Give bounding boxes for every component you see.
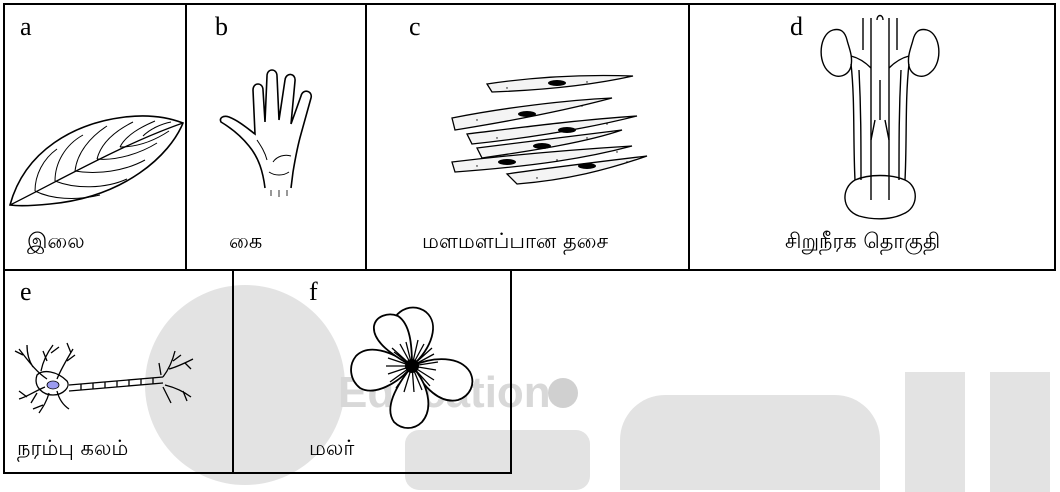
cell-leaf: a இலை	[3, 3, 187, 271]
leaf-icon	[5, 95, 185, 219]
cell-caption: மளமளப்பான தசை	[422, 229, 608, 256]
cell-letter: f	[309, 277, 318, 307]
urinary-system-icon	[815, 10, 945, 224]
cell-caption: மலர்	[309, 436, 354, 463]
cell-letter: d	[790, 12, 803, 42]
flower-icon	[342, 304, 482, 438]
smooth-muscle-icon	[447, 70, 647, 194]
cell-caption: சிறுநீரக தொகுதி	[785, 229, 940, 256]
cell-letter: a	[20, 12, 32, 42]
cell-letter: b	[215, 12, 228, 42]
hand-icon	[217, 60, 327, 204]
neuron-icon	[13, 329, 203, 423]
cell-muscle: c மளம	[365, 3, 690, 271]
cell-flower: f மலர்	[232, 269, 512, 474]
cell-hand: b கை	[185, 3, 367, 271]
cell-letter: e	[20, 277, 32, 307]
cell-neuron: e நரம்பு கலம்	[3, 269, 234, 474]
cell-caption: இலை	[27, 229, 85, 256]
cell-urinary: d சிறுநீரக தொகுதி	[688, 3, 1056, 271]
cell-letter: c	[409, 12, 421, 42]
cell-caption: நரம்பு கலம்	[17, 436, 128, 463]
cell-caption: கை	[229, 229, 262, 256]
